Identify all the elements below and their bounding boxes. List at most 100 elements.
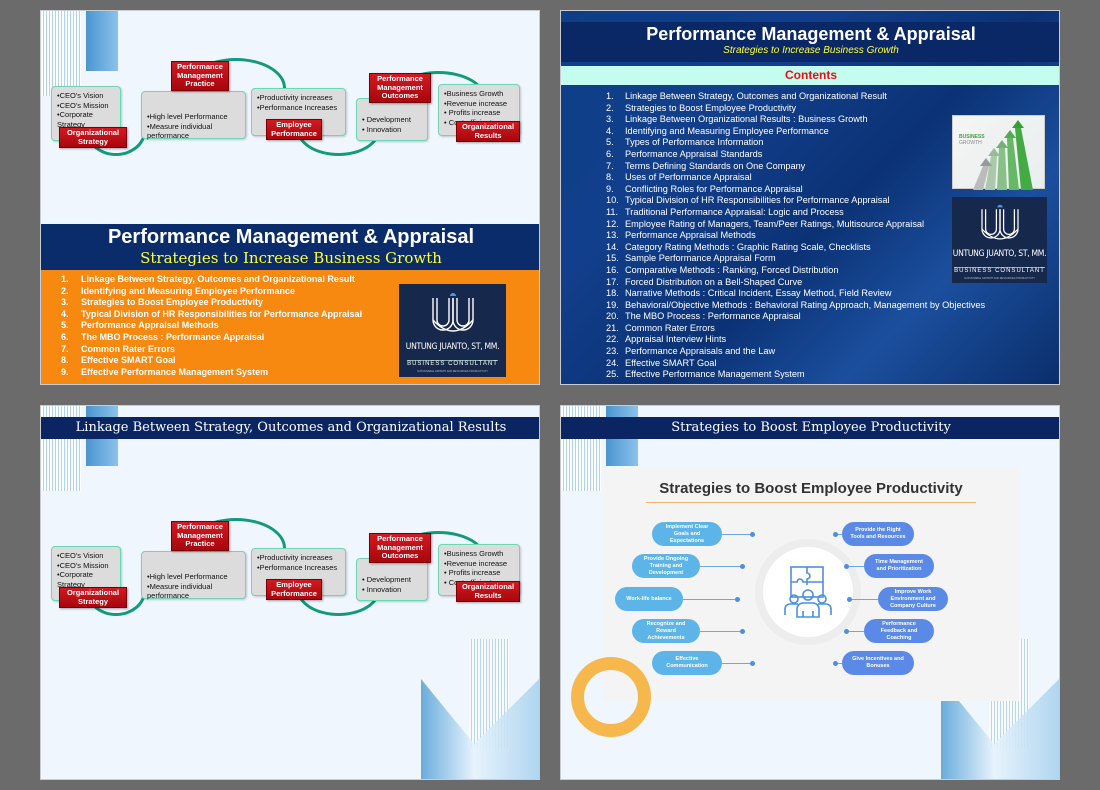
diagram-tag: Employee Performance [266, 119, 322, 140]
diagram-tag: Organizational Results [456, 581, 520, 602]
list-item: 24.Effective SMART Goal [606, 358, 985, 370]
item-text: Conflicting Roles for Performance Apprai… [625, 183, 803, 194]
item-text: Strategies to Boost Employee Productivit… [625, 102, 797, 113]
logo-tagline: SUSTAINABLE GROWTH AND RESOURCES PRODUCT… [417, 370, 488, 373]
list-item: 12.Employee Rating of Managers, Team/Pee… [606, 219, 985, 231]
list-item: 1.Linkage Between Strategy, Outcomes and… [61, 274, 362, 286]
list-item: 8. Effective SMART Goal [61, 355, 362, 367]
slide-thumbnail-1[interactable]: •CEO's Vision•CEO's Mission•Corporate St… [40, 10, 540, 385]
diagram-bullet: •CEO's Vision [57, 91, 104, 100]
list-item: 4.Identifying and Measuring Employee Per… [606, 126, 985, 138]
item-text: Typical Division of HR Responsibilities … [81, 308, 363, 319]
list-item: 7.Common Rater Errors [61, 344, 362, 356]
agenda-list: 1.Linkage Between Strategy, Outcomes and… [61, 274, 362, 378]
diagram-bullet: • Profits increase [444, 108, 501, 117]
decorative-arc [571, 657, 651, 737]
list-item: 11.Traditional Performance Appraisal: Lo… [606, 207, 985, 219]
list-item: 3.Linkage Between Organizational Results… [606, 114, 985, 126]
diagram-tag: Performance Management Outcomes [369, 533, 431, 563]
item-text: Forced Distribution on a Bell-Shaped Cur… [625, 276, 803, 287]
strategy-pill: Provide Ongoing Training and Development [632, 554, 700, 578]
item-number: 25. [606, 369, 619, 380]
diagram-bullet: •High level Performance [147, 572, 228, 581]
item-text: Common Rater Errors [625, 322, 715, 333]
connector-line [836, 663, 842, 664]
connector-dot [750, 661, 755, 666]
diagram-bullet: •Revenue increase [444, 558, 508, 568]
item-number: 13. [606, 230, 619, 241]
item-number: 5. [606, 137, 614, 148]
connector-line [850, 599, 878, 600]
diagram-box: •High level Performance•Measure individu… [141, 551, 246, 601]
item-text: Identifying and Measuring Employee Perfo… [81, 285, 296, 296]
list-item: 5.Performance Appraisal Methods [61, 320, 362, 332]
slide-title: Strategies to Boost Employee Productivit… [561, 417, 1059, 439]
item-number: 17. [606, 276, 619, 287]
consultant-logo: UNTUNG JUANTO, ST, MM. BUSINESS CONSULTA… [399, 284, 506, 377]
item-text: Effective SMART Goal [625, 357, 717, 368]
item-text: Linkage Between Strategy, Outcomes and O… [625, 91, 887, 101]
list-item: 19.Behavioral/Objective Methods : Behavi… [606, 300, 985, 312]
list-item: 2.Identifying and Measuring Employee Per… [61, 286, 362, 298]
list-item: 14. Category Rating Methods : Graphic Rat… [606, 242, 985, 254]
item-text: Comparative Methods : Ranking, Forced Di… [625, 264, 839, 275]
svg-text:BUSINESS: BUSINESS [959, 134, 985, 140]
logo-role: BUSINESS CONSULTANT [954, 267, 1045, 275]
item-text: Typical Division of HR Responsibilities … [625, 195, 890, 206]
hub-circle [763, 547, 853, 637]
item-number: 4. [606, 125, 614, 136]
diagram-box: • Development• Innovation [356, 98, 428, 141]
slide-thumbnail-2[interactable]: Performance Management & Appraisal Strat… [560, 10, 1060, 385]
decorative-background [41, 11, 136, 201]
item-number: 3. [606, 114, 614, 125]
title-band: Performance Management & Appraisal Strat… [41, 224, 539, 270]
consultant-logo: UNTUNG JUANTO, ST, MM. BUSINESS CONSULTA… [952, 197, 1047, 283]
diagram-bullet: •High level Performance [147, 112, 228, 121]
item-text: Category Rating Methods : Graphic Rating… [625, 241, 871, 252]
diagram-bullet: •Revenue increase [444, 98, 508, 108]
list-item: 3.Strategies to Boost Employee Productiv… [61, 297, 362, 309]
item-number: 6. [606, 148, 614, 159]
item-number: 12. [606, 218, 619, 229]
list-item: 6.Performance Appraisal Standards [606, 149, 985, 161]
item-number: 9. [606, 183, 614, 194]
linkage-diagram: •CEO's Vision•CEO's Mission•Corporate St… [51, 58, 531, 211]
item-text: Common Rater Errors [81, 343, 176, 354]
diagram-bullet: •Productivity increases [257, 93, 333, 102]
item-number: 8. [61, 355, 69, 366]
diagram-tag: Organizational Results [456, 121, 520, 142]
item-text: Effective SMART Goal [81, 355, 176, 366]
list-item: 18.Narrative Methods : Critical Incident… [606, 288, 985, 300]
slide-thumbnail-4[interactable]: Strategies to Boost Employee Productivit… [560, 405, 1060, 780]
item-text: Linkage Between Strategy, Outcomes and O… [81, 274, 355, 284]
item-text: Uses of Performance Appraisal [625, 172, 752, 183]
contents-heading: Contents [561, 66, 1059, 85]
item-text: Performance Appraisal Methods [81, 320, 219, 331]
diagram-bullet: •CEO's Mission [57, 560, 109, 570]
diagram-tag: Performance Management Outcomes [369, 73, 431, 103]
item-number: 18. [606, 288, 619, 299]
connector-line [836, 534, 842, 535]
logo-role: BUSINESS CONSULTANT [407, 360, 498, 367]
item-text: Appraisal Interview Hints [625, 334, 727, 345]
list-item: 4. Typical Division of HR Responsibilitie… [61, 309, 362, 321]
infographic-title: Strategies to Boost Employee Productivit… [659, 480, 963, 497]
diagram-bullet: • Development [362, 115, 411, 124]
list-item: 17. Forced Distribution on a Bell-Shaped … [606, 277, 985, 289]
connector-dot [844, 629, 849, 634]
connector-dot [735, 597, 740, 602]
item-number: 4. [61, 308, 69, 319]
item-text: Performance Appraisal Methods [625, 230, 756, 241]
diagram-bullet: •Measure individual performance [147, 581, 213, 601]
list-item: 8.Uses of Performance Appraisal [606, 172, 985, 184]
item-number: 20. [606, 311, 619, 322]
diagram-tag: Employee Performance [266, 579, 322, 600]
connector-dot [740, 629, 745, 634]
slide-subtitle: Strategies to Increase Business Growth [140, 249, 442, 267]
item-text: Terms Defining Standards on One Company [625, 160, 806, 171]
list-item: 9. Conflicting Roles for Performance Appr… [606, 184, 985, 196]
slide-thumbnail-3[interactable]: Linkage Between Strategy, Outcomes and O… [40, 405, 540, 780]
item-number: 14. [606, 241, 619, 252]
business-growth-image: BUSINESS GROWTH [952, 115, 1045, 190]
strategy-pill: Time Management and Prioritization [864, 554, 934, 578]
